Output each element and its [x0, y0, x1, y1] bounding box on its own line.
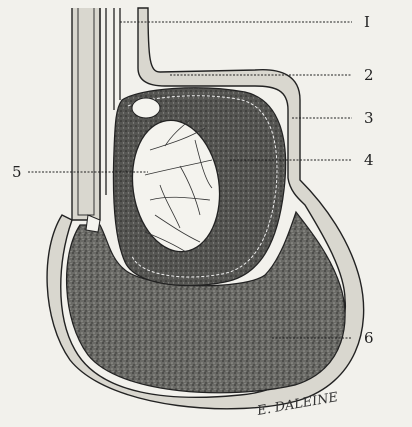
label-6: 6	[364, 329, 374, 347]
label-5: 5	[12, 163, 22, 181]
spermatic-cord-outer	[72, 8, 100, 220]
epididymis-head	[132, 98, 160, 118]
label-3: 3	[364, 109, 374, 127]
label-1: I	[364, 13, 370, 31]
label-2: 2	[364, 66, 374, 84]
label-4: 4	[364, 151, 374, 169]
